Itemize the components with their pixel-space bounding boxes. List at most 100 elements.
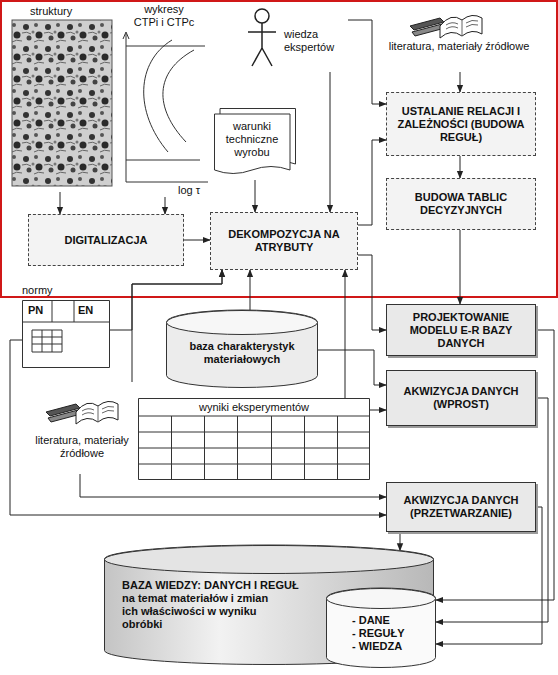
table-grid: [139, 416, 370, 480]
table-icon: [32, 330, 62, 352]
dashed-process-box: DIGITALIZACJA: [28, 214, 184, 266]
results-table: wyniki eksperymentów: [138, 398, 370, 480]
text-slot: wiedza ekspertów: [284, 28, 348, 54]
book-lines: [82, 406, 114, 422]
connector: [400, 532, 401, 550]
text-slot: literatura, materiały źródłowe: [384, 40, 534, 53]
books-icon: [46, 401, 118, 424]
connector: [318, 350, 386, 385]
figure-head: [255, 9, 269, 23]
dashed-process-box: BUDOWA TABLIC DECYZYJNYCH: [386, 178, 536, 230]
connector: [348, 20, 386, 104]
node-text: wyniki eksperymentów: [138, 401, 370, 414]
text-slot: EN: [78, 304, 106, 317]
text-slot: baza charakterystyk materiałowych: [166, 340, 318, 366]
document-cells: [23, 301, 110, 323]
database-cylinder: baza charakterystyk materiałowych: [166, 310, 318, 388]
process-box: AKWIZYCJA DANYCH (PRZETWARZANIE): [386, 482, 536, 532]
connector: [460, 156, 461, 178]
open-book: [440, 15, 482, 38]
text-slot: wyniki eksperymentów: [138, 401, 370, 414]
node-text: - DANE: [352, 614, 432, 627]
node-text: literatura, materiały źródłowe: [384, 40, 534, 53]
chart-axis: [126, 182, 208, 183]
table-outline: [139, 399, 370, 480]
connector: [460, 230, 461, 304]
literature-source: literatura, materiały źródłowe: [22, 382, 142, 474]
connector: [60, 192, 61, 214]
node-text: normy: [22, 284, 82, 297]
text-slot: normy: [22, 284, 82, 297]
cylinder-top: [105, 546, 434, 574]
dashed-process-box: DEKOMPOZYCJA NA ATRYBUTY: [210, 212, 358, 270]
box-label: DEKOMPOZYCJA NA ATRYBUTY: [217, 228, 351, 254]
micrograph: [12, 20, 112, 186]
box-label: DIGITALIZACJA: [65, 234, 148, 247]
document-stack: warunki techniczne wyrobu: [214, 108, 296, 180]
connector: [255, 180, 256, 212]
text-slot: wykresy CTPi i CTPc: [132, 3, 196, 29]
node-text: literatura, materiały źródłowe: [22, 434, 142, 460]
connector: [358, 140, 386, 225]
text-slot: - DANE- REGUŁY- WIEDZA: [352, 614, 432, 653]
connector: [345, 270, 346, 398]
connector: [370, 410, 386, 411]
text-slot: warunki techniczne wyrobu: [214, 120, 290, 159]
chart-level: [126, 46, 205, 47]
axis-label: log τ: [178, 184, 214, 197]
box-label: USTALANIE RELACJI I ZALEŻNOŚCI (BUDOWA R…: [393, 105, 529, 144]
cylinder-top: [327, 589, 436, 609]
node-text: EN: [78, 304, 106, 317]
text-slot: struktury: [30, 5, 110, 18]
node-text: na temat materiałów i zmian ich właściwo…: [122, 592, 272, 631]
text-slot: log τ: [178, 184, 214, 197]
connector: [330, 72, 331, 212]
node-text: baza charakterystyk materiałowych: [166, 340, 318, 366]
open-book: [76, 401, 118, 424]
node-text: wiedza ekspertów: [284, 28, 348, 54]
process-box: AKWIZYCJA DANYCH (WPROST): [386, 370, 536, 426]
chart-level: [126, 160, 200, 161]
cylinder-body: [327, 588, 436, 667]
node-text: BAZA WIEDZY: DANYCH I REGUŁ: [122, 579, 327, 592]
micrograph-panel: struktury: [10, 2, 115, 192]
chart-curve: [163, 50, 194, 142]
box-label: AKWIZYCJA DANYCH (PRZETWARZANIE): [393, 494, 529, 520]
expert-figure: [248, 9, 276, 66]
node-outline: [22, 284, 110, 368]
text-slot: literatura, materiały źródłowe: [22, 434, 142, 460]
node-text: - REGUŁY: [352, 627, 432, 640]
dashed-process-box: USTALANIE RELACJI I ZALEŻNOŚCI (BUDOWA R…: [386, 92, 536, 156]
cylinder-top: [167, 311, 318, 335]
box-label: AKWIZYCJA DANYCH (WPROST): [393, 385, 529, 411]
chart-curve: [144, 40, 172, 152]
node-text: - WIEDZA: [352, 640, 432, 653]
document-outline: [23, 301, 110, 368]
store-cylinder: - DANE- REGUŁY- WIEDZA: [326, 588, 436, 668]
connector: [165, 197, 166, 214]
node-text: wykresy CTPi i CTPc: [132, 3, 196, 29]
box-label: PROJEKTOWANIE MODELU E-R BAZY DANYCH: [393, 311, 529, 350]
text-slot: BAZA WIEDZY: DANYCH I REGUŁna temat mate…: [122, 579, 327, 631]
chart-panel: wykresy CTPi i CTPc: [118, 2, 210, 197]
books-icon: [410, 15, 482, 38]
text-slot: PN: [28, 304, 52, 317]
node-text: PN: [28, 304, 52, 317]
cylinder-body: [167, 310, 318, 388]
highlight-frame: [1, 1, 557, 297]
node-text: warunki techniczne wyrobu: [214, 120, 290, 159]
box-label: BUDOWA TABLIC DECYZYJNYCH: [393, 191, 529, 217]
process-box: PROJEKTOWANIE MODELU E-R BAZY DANYCH: [386, 304, 536, 356]
norms-document: normyPN EN: [22, 284, 110, 368]
expert-actor: wiedza ekspertów: [236, 4, 348, 72]
literature-source: literatura, materiały źródłowe: [384, 2, 534, 72]
connector: [184, 240, 210, 241]
cct-chart: [123, 32, 208, 182]
connector: [460, 72, 461, 92]
node-text: struktury: [30, 5, 110, 18]
connector: [358, 255, 386, 330]
book-lines: [446, 20, 478, 36]
document-page: [215, 114, 291, 174]
figure-body: [248, 23, 276, 66]
